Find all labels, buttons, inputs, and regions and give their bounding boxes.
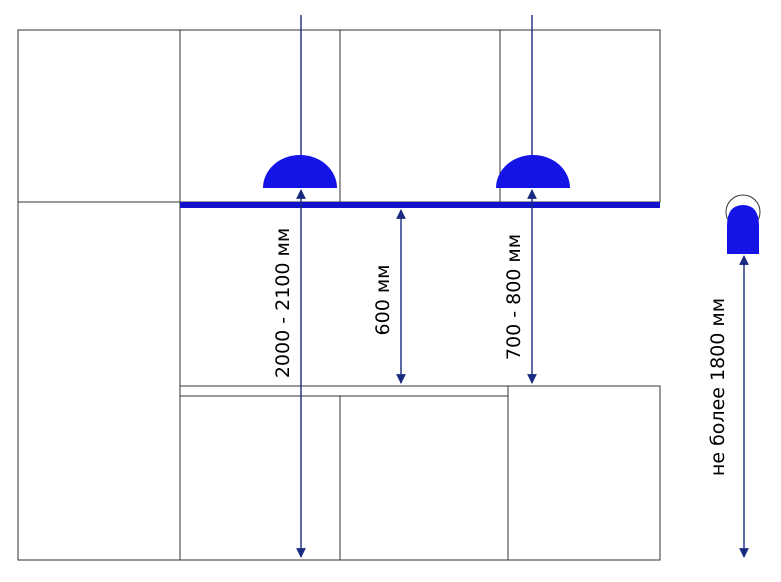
sconce-height-label: не более 1800 мм (707, 298, 729, 476)
lower-cabinet-3 (507, 385, 661, 561)
lower-cabinet-1 (179, 395, 341, 561)
sconce-lamp (727, 205, 759, 254)
tall-cabinet-upper (17, 29, 181, 203)
pendant-lamp-left (263, 155, 337, 188)
countertop (179, 385, 509, 397)
upper-cabinets (179, 29, 661, 203)
tall-cabinet (17, 29, 181, 561)
wall-sconce (725, 194, 761, 254)
shelf-bar (180, 202, 660, 208)
lower-cabinet-2 (339, 395, 509, 561)
pendant-lamp-right (496, 155, 570, 188)
upper-cabinet-2 (339, 29, 501, 203)
pendant-height-label: 2000 - 2100 мм (272, 228, 294, 378)
lower-cabinets (179, 385, 661, 561)
tall-cabinet-lower (17, 201, 181, 561)
counter-to-lamp-label: 700 - 800 мм (503, 234, 525, 360)
backsplash-gap-label: 600 мм (372, 265, 394, 336)
